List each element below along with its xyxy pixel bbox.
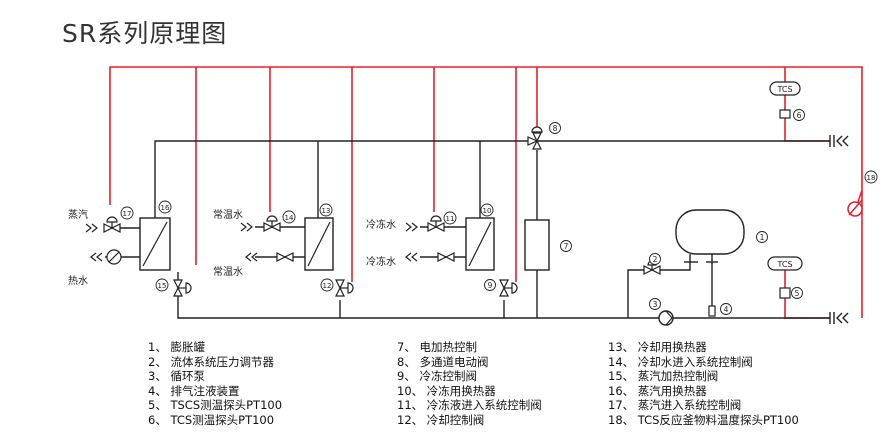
svg-text:3: 3	[653, 300, 658, 309]
legend-item: 11、 冷冻液进入系统控制阀	[397, 398, 542, 413]
legend-item: 12、 冷却控制阀	[397, 412, 485, 427]
steam-control-valve-15	[173, 279, 192, 297]
chilled-water-valve-11	[427, 215, 445, 232]
svg-text:15: 15	[158, 282, 167, 290]
svg-text:13: 13	[322, 207, 331, 215]
flow-indicator	[106, 249, 122, 265]
marker-1: 1	[756, 231, 768, 243]
circulation-pump-3	[658, 310, 674, 326]
legend-item: 14、 冷却水进入系统控制阀	[608, 354, 753, 369]
legend-item: 17、 蒸汽进入系统控制阀	[608, 398, 742, 413]
svg-text:9: 9	[488, 281, 493, 290]
legend-item: 16、 蒸汽用换热器	[608, 383, 707, 398]
marker-15: 15	[155, 278, 169, 292]
heat-exchanger-16	[139, 217, 171, 271]
multi-channel-valve-8	[527, 126, 543, 150]
legend-item: 4、 排气注液装置	[148, 383, 240, 398]
heat-exchanger-10	[465, 217, 495, 271]
marker-7: 7	[560, 240, 572, 252]
marker-4: 4	[720, 303, 732, 315]
vent-device-4	[708, 305, 716, 317]
legend-item: 9、 冷冻控制阀	[397, 369, 477, 384]
svg-text:18: 18	[867, 174, 876, 182]
legend-column-1: 1、 膨胀罐 2、 流体系统压力调节器 3、 循环泵 4、 排气注液装置 5、 …	[148, 340, 282, 428]
legend-column-3: 13、 冷却用换热器 14、 冷却水进入系统控制阀 15、 蒸汽加热控制阀 16…	[608, 340, 799, 428]
legend-item: 8、 多通道电动阀	[397, 354, 489, 369]
side-labels: 蒸汽 热水 常温水 常温水 冷冻水 冷冻水	[68, 208, 396, 287]
svg-text:16: 16	[161, 204, 170, 212]
ambient-water-return-valve	[276, 252, 294, 262]
marker-13: 13	[319, 203, 333, 217]
legend-item: 7、 电加热控制	[397, 340, 477, 354]
marker-8: 8	[549, 122, 561, 134]
legend-item: 5、 TSCS测温探头PT100	[148, 398, 283, 413]
marker-16: 16	[158, 200, 172, 214]
tcs-box-top: TCS	[769, 81, 801, 96]
label-ambient-water-1: 常温水	[213, 208, 243, 221]
ambient-water-valve-14	[263, 215, 281, 232]
svg-text:7: 7	[564, 242, 569, 251]
sensor-6	[779, 109, 791, 119]
tcs-top-label: TCS	[776, 85, 792, 94]
label-hot-water: 热水	[68, 274, 88, 287]
svg-text:11: 11	[446, 215, 455, 223]
number-markers: 1 2 3 4 5 6 7 8 9 10 11 12 13 14 15 16 1…	[120, 109, 878, 315]
svg-text:17: 17	[123, 210, 132, 218]
sensor-5	[779, 287, 791, 299]
steam-inlet-valve-17	[103, 216, 121, 233]
cooling-control-valve-12	[335, 279, 354, 297]
expansion-tank	[675, 209, 745, 263]
legend-item: 3、 循环泵	[148, 369, 205, 384]
legend-item: 6、 TCS测温探头PT100	[148, 412, 275, 427]
tcs-box-right: TCS	[767, 256, 803, 271]
svg-text:6: 6	[797, 111, 802, 120]
marker-14: 14	[282, 210, 296, 224]
legend-item: 10、 冷冻用换热器	[397, 383, 496, 398]
legend-item: 2、 流体系统压力调节器	[148, 354, 274, 369]
reactor-connections	[829, 135, 849, 324]
svg-text:10: 10	[483, 207, 492, 215]
chilled-water-return-valve	[437, 252, 455, 262]
legend-item: 13、 冷却用换热器	[608, 340, 707, 354]
legend-column-2: 7、 电加热控制 8、 多通道电动阀 9、 冷冻控制阀 10、 冷冻用换热器 1…	[397, 340, 542, 428]
tcs-right-label: TCS	[776, 260, 792, 269]
reactor-sensor-18	[847, 170, 863, 217]
electric-heater	[524, 219, 550, 271]
marker-17: 17	[120, 206, 134, 220]
label-ambient-water-2: 常温水	[213, 265, 243, 278]
chilling-control-valve-9	[499, 279, 518, 297]
svg-text:8: 8	[553, 124, 558, 133]
marker-12: 12	[320, 278, 334, 292]
page-title: SR系列原理图	[62, 19, 228, 48]
svg-text:14: 14	[285, 214, 294, 222]
heat-exchanger-13	[304, 217, 334, 271]
marker-11: 11	[443, 211, 457, 225]
marker-9: 9	[484, 279, 496, 291]
red-piping	[109, 66, 863, 319]
inlet-arrows	[85, 222, 418, 233]
label-chilled-water-1: 冷冻水	[366, 218, 396, 231]
legend-item: 18、 TCS反应釜物料温度探头PT100	[608, 412, 799, 427]
legend-item: 15、 蒸汽加热控制阀	[608, 369, 719, 384]
marker-18: 18	[864, 170, 878, 184]
svg-text:2: 2	[653, 255, 658, 264]
svg-text:1: 1	[760, 233, 765, 242]
marker-5: 5	[791, 287, 803, 299]
marker-10: 10	[480, 203, 494, 217]
svg-text:4: 4	[724, 305, 729, 314]
marker-6: 6	[793, 109, 805, 121]
label-steam: 蒸汽	[68, 208, 88, 221]
svg-text:5: 5	[795, 289, 800, 298]
marker-2: 2	[649, 253, 661, 265]
label-chilled-water-2: 冷冻水	[366, 255, 396, 268]
legend-item: 1、 膨胀罐	[148, 340, 205, 354]
svg-text:12: 12	[323, 282, 332, 290]
outlet-arrows	[90, 252, 418, 262]
marker-3: 3	[649, 298, 661, 310]
